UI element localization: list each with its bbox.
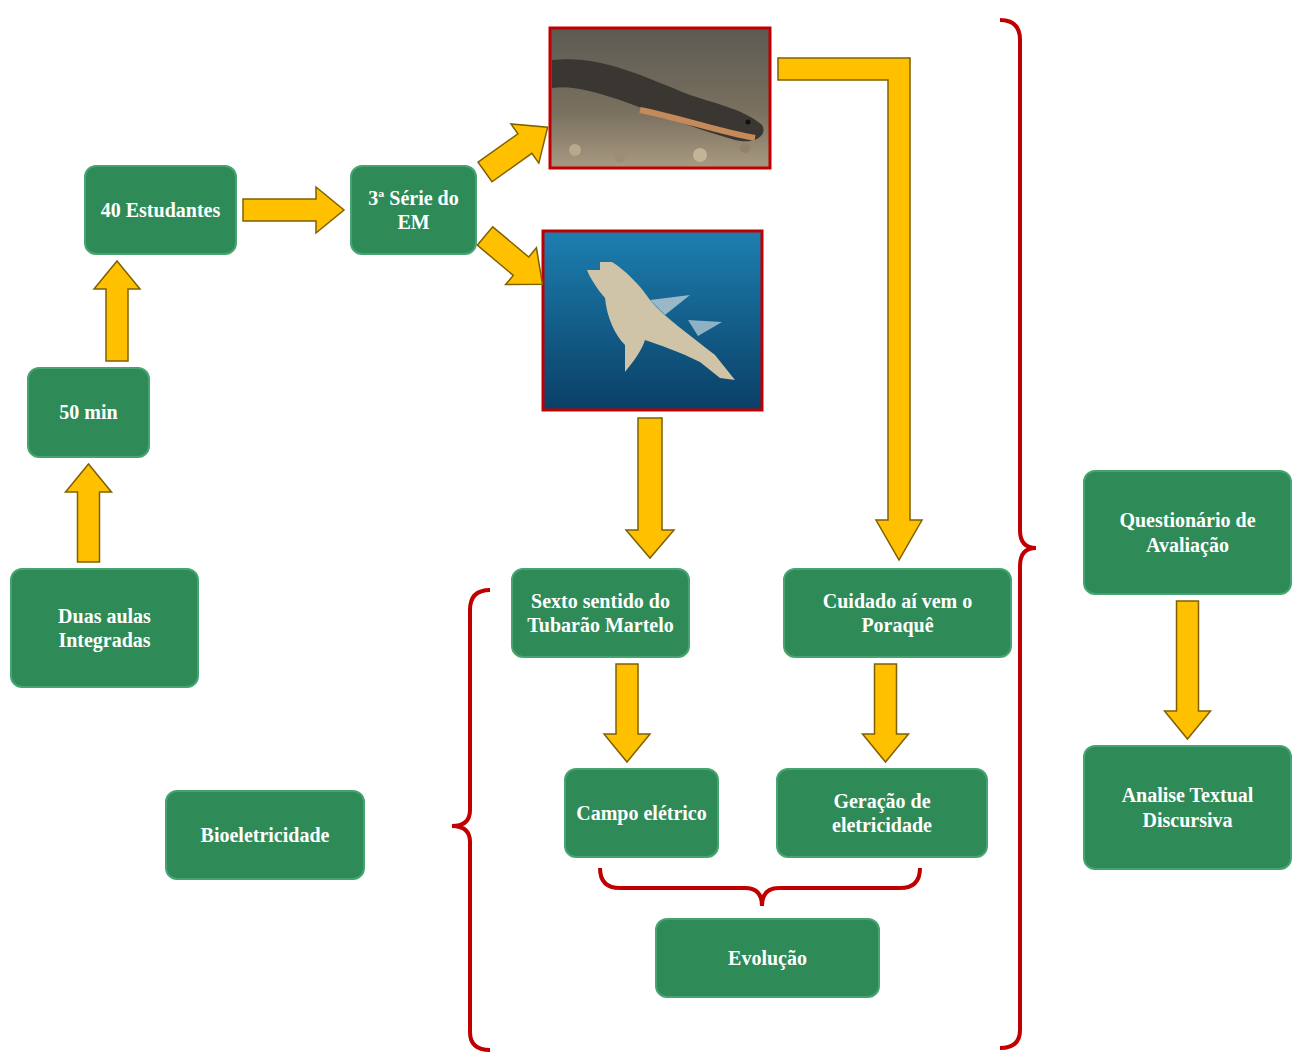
process-box: Bioeletricidade <box>165 790 365 880</box>
flow-arrow <box>778 58 922 560</box>
flow-arrow <box>243 187 344 233</box>
box-label: Analise Textual Discursiva <box>1093 783 1282 832</box>
flow-arrow <box>604 664 650 762</box>
process-box: 3ª Série do EM <box>350 165 477 255</box>
flow-arrow <box>863 664 909 762</box>
process-box: Campo elétrico <box>564 768 719 858</box>
box-label: 3ª Série do EM <box>360 186 467 235</box>
process-box: Duas aulas Integradas <box>10 568 199 688</box>
flow-arrow <box>470 58 922 560</box>
flow-arrow <box>471 108 562 192</box>
process-box: Analise Textual Discursiva <box>1083 745 1292 870</box>
box-label: Questionário de Avaliação <box>1093 508 1282 557</box>
flow-arrow <box>1165 601 1211 739</box>
process-box: Cuidado aí vem o Poraquê <box>783 568 1012 658</box>
box-label: Geração de eletricidade <box>786 789 978 838</box>
process-box: Sexto sentido do Tubarão Martelo <box>511 568 690 658</box>
shark-photo <box>543 231 762 410</box>
box-label: Duas aulas Integradas <box>20 604 189 653</box>
box-label: Sexto sentido do Tubarão Martelo <box>521 589 680 638</box>
box-label: Cuidado aí vem o Poraquê <box>793 589 1002 638</box>
process-box: 40 Estudantes <box>84 165 237 255</box>
box-label: Campo elétrico <box>576 801 707 825</box>
bracket <box>452 590 490 1050</box>
flow-arrow <box>66 464 112 562</box>
box-label: Bioeletricidade <box>201 823 330 847</box>
bracket <box>1000 20 1036 1048</box>
process-box: Evolução <box>655 918 880 998</box>
bracket <box>452 20 1036 1050</box>
flow-arrow <box>626 418 674 558</box>
box-label: 50 min <box>59 400 117 424</box>
box-label: Evolução <box>728 946 807 970</box>
box-label: 40 Estudantes <box>101 198 220 222</box>
bracket <box>600 868 920 906</box>
process-box: 50 min <box>27 367 150 458</box>
flow-arrow <box>470 218 558 303</box>
process-box: Geração de eletricidade <box>776 768 988 858</box>
process-box: Questionário de Avaliação <box>1083 470 1292 595</box>
flow-arrow <box>94 261 140 361</box>
eel-photo <box>550 28 770 168</box>
